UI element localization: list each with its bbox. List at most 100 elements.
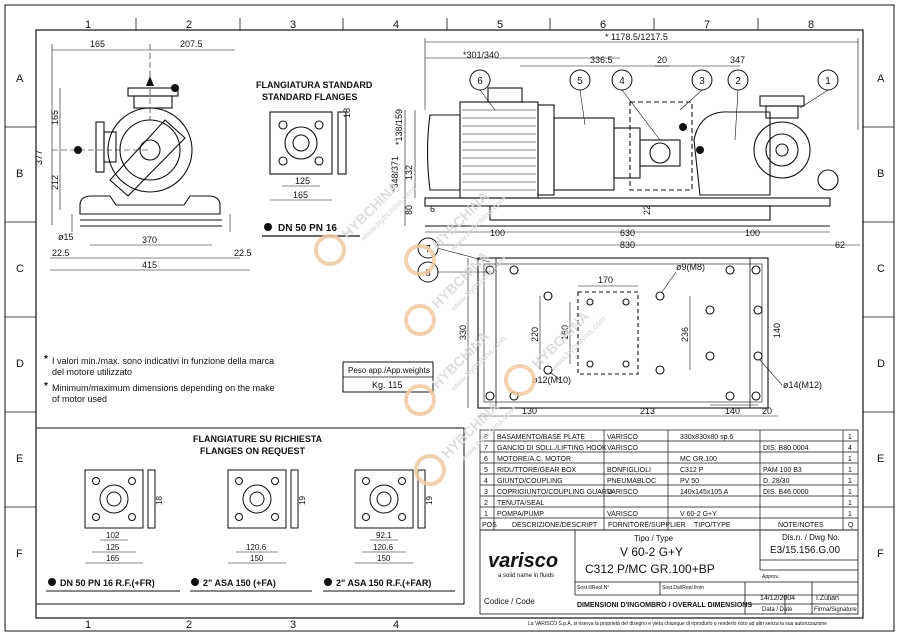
row-label: E — [877, 453, 884, 465]
pump-side-dims — [50, 44, 250, 271]
dim-sf-18: 18 — [342, 108, 352, 118]
dim-sf-165: 165 — [293, 190, 308, 200]
rf1-th: 18 — [155, 496, 164, 505]
std-flange-drawing — [269, 111, 347, 201]
bom-cell-desc: MOTORE/A.C. MOTOR — [497, 456, 571, 463]
rf1-outer: 165 — [106, 554, 120, 563]
dim-370: 370 — [142, 235, 157, 245]
bom-cell-q: 1 — [848, 489, 852, 496]
bom-header: POS DESCRIZIONE/DESCRIPT FORNITORE/SUPPL… — [482, 522, 854, 529]
bom-cell-type: 330x830x80 sp.6 — [680, 434, 733, 441]
row-label: F — [16, 548, 23, 560]
dim-80: 80 — [404, 205, 414, 215]
pump-outlet-dot-icon — [679, 123, 687, 131]
col-label: 8 — [808, 19, 814, 31]
rf3-bolt: 120.6 — [373, 543, 394, 552]
rf2-outer: 150 — [250, 554, 264, 563]
dim-170: 170 — [598, 275, 613, 285]
flow-dot-icon — [74, 146, 82, 154]
dim-100a: 100 — [490, 228, 505, 238]
base-plan-dim-texts: 330 220 160 170 236 140 130 213 140 20 ø… — [458, 262, 822, 416]
flow-dot-icon — [171, 84, 179, 92]
weight-value: Kg. 115 — [372, 380, 402, 390]
rf1-bolt: 125 — [106, 543, 120, 552]
col-label: 1 — [85, 19, 91, 31]
code-label: Codice / Code — [484, 597, 535, 606]
dim-140b: 140 — [725, 406, 740, 416]
dim-140a: 140 — [772, 323, 782, 338]
weight-label: Peso app./App.weights — [348, 366, 430, 375]
bom-cell-pos: 8 — [484, 434, 488, 441]
bom-table — [479, 429, 859, 531]
row-label: C — [16, 263, 24, 275]
col-label: 1 — [85, 619, 91, 631]
bom-cell-q: 4 — [848, 445, 852, 452]
motor-assembly — [424, 87, 839, 227]
base-plan-dims — [467, 258, 778, 417]
dim-phi12: ø12(M10) — [532, 375, 571, 385]
req-flanges-title-it: FLANGIATURE SU RICHIESTA — [193, 434, 323, 444]
std-flange-title-it: FLANGIATURA STANDARD — [256, 80, 373, 90]
dim-160: 160 — [560, 325, 570, 340]
dim-62: 62 — [835, 240, 845, 250]
pump-side-dim-texts: 165 207.5 377 165 212 ø15 370 22.5 22.5 … — [34, 39, 252, 270]
dim-301: *301/340 — [463, 50, 499, 60]
note-it-line1: I valori min./max. sono indicativi in fu… — [52, 356, 274, 366]
bom-cell-type: MC GR.100 — [680, 456, 717, 463]
rf3-inner: 92.1 — [376, 531, 392, 540]
callout-4: 4 — [619, 76, 625, 87]
std-flange-dot-icon — [264, 223, 272, 231]
bom-cell-note: D. 28/30 — [763, 478, 790, 485]
bom-cell-type: C312 P — [680, 467, 704, 474]
bom-cell-desc: POMPA/PUMP — [497, 511, 544, 518]
row-label: F — [877, 548, 884, 560]
outer-border — [4, 4, 895, 632]
rf2-th: 19 — [298, 496, 307, 505]
dim-sf-125: 125 — [295, 176, 310, 186]
col-label: 2 — [186, 619, 192, 631]
dim-415: 415 — [142, 260, 157, 270]
bom-h-type: TIPO/TYPE — [694, 522, 731, 529]
col-label: 4 — [393, 19, 399, 31]
callout-1: 1 — [825, 76, 831, 87]
signature-label: Firma/Signature — [814, 607, 857, 613]
dim-22a: 22.5 — [52, 248, 70, 258]
std-flange-rating: DN 50 PN 16 — [278, 223, 337, 234]
bom-h-pos: POS — [482, 522, 497, 529]
col-label: 5 — [497, 19, 503, 31]
bom-cell-q: 1 — [848, 434, 852, 441]
bom-cell-q: 1 — [848, 500, 852, 507]
grid-column-labels: 1 2 3 4 5 6 7 8 1 2 3 4 — [85, 19, 814, 631]
bom-h-supp: FORNITORE/SUPPLIER — [608, 522, 686, 529]
bom-cell-supp: VARISCO — [607, 489, 639, 496]
bom-cell-q: 1 — [848, 511, 852, 518]
approval-label: Approv. — [762, 574, 779, 580]
req-flanges-title: FLANGIATURE SU RICHIESTA FLANGES ON REQU… — [193, 434, 323, 456]
bom-cell-type: 140x145x105 A — [680, 489, 729, 496]
weight-box: Peso app./App.weights Kg. 115 — [342, 361, 434, 393]
bom-cell-desc: GIUNTO/COUPLING — [497, 478, 563, 485]
row-label: B — [877, 168, 884, 180]
bom-cell-note: DIS. B46.0000 — [763, 489, 809, 496]
dim-20: 20 — [657, 55, 667, 65]
date-label: Data / Date — [762, 607, 793, 613]
bom-cell-note: PAM 100 B3 — [763, 467, 802, 474]
dim-phi15: ø15 — [58, 232, 74, 242]
row-label: A — [16, 73, 24, 85]
drawing-signer: I.Zulian — [816, 595, 839, 602]
bom-cell-pos: 4 — [484, 478, 488, 485]
note-it-line2: del motore utilizzato — [52, 367, 132, 377]
callout-3: 3 — [699, 76, 705, 87]
bom-cell-q: 1 — [848, 467, 852, 474]
bom-h-q: Q — [848, 522, 854, 529]
callout-6: 6 — [477, 76, 483, 87]
replaces-label: Sost.il/Repl.N° — [577, 585, 609, 591]
bom-cell-q: 1 — [848, 478, 852, 485]
dim-830: 830 — [620, 240, 635, 250]
bom-cell-type: PV 50 — [680, 478, 699, 485]
dim-330: 330 — [458, 325, 468, 340]
dim-22: 22 — [642, 205, 652, 215]
row-label: C — [877, 263, 885, 275]
